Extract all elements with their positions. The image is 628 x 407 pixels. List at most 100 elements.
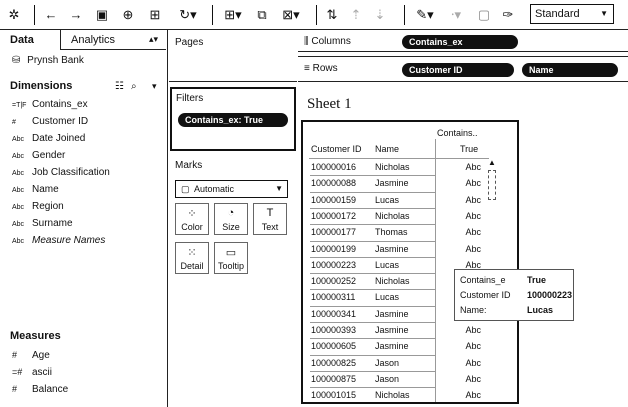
size-button[interactable]: ◔Size: [214, 203, 248, 235]
row-divider: [310, 240, 436, 242]
column-pill-contains-ex[interactable]: Contains_ex: [402, 35, 518, 49]
filters-card[interactable]: Filters Contains_ex: True: [170, 87, 296, 151]
search-icon[interactable]: ⌕: [131, 81, 137, 92]
string-type-icon: Abc: [12, 238, 25, 245]
tooltip-key: Contains_e: [460, 275, 506, 285]
cell-mark-value[interactable]: Abc: [465, 243, 481, 254]
measure-balance[interactable]: #Balance: [12, 382, 68, 396]
cell-customer-id: 100001015: [311, 390, 357, 401]
tab-analytics[interactable]: Analytics ▴▾: [60, 30, 166, 50]
cell-mark-value[interactable]: Abc: [465, 259, 481, 270]
string-type-icon: Abc: [12, 136, 25, 143]
refresh-icon[interactable]: ↻▾: [179, 7, 197, 22]
cell-mark-value[interactable]: Abc: [465, 341, 481, 352]
datasource-name: Prynsh Bank: [27, 55, 84, 66]
row-divider: [310, 387, 436, 389]
vertical-scrollbar[interactable]: ▲: [485, 158, 499, 204]
cell-mark-value[interactable]: Abc: [465, 194, 481, 205]
columns-shelf[interactable]: ⫼ Columns Contains_ex: [298, 30, 628, 52]
scroll-up-icon[interactable]: ▲: [488, 158, 496, 167]
cell-mark-value[interactable]: Abc: [465, 390, 481, 401]
tooltip-label: Tooltip: [217, 261, 244, 271]
column-header-name: Name: [375, 144, 400, 154]
tab-data[interactable]: Data: [0, 30, 60, 50]
tooltip-button[interactable]: ▭Tooltip: [214, 242, 248, 274]
datasource-item[interactable]: ⛁ Prynsh Bank: [12, 55, 84, 66]
clear-icon[interactable]: ⊠▾: [282, 7, 300, 22]
new-datasource-icon[interactable]: ⊕: [122, 7, 134, 22]
cell-customer-id: 100000605: [311, 341, 357, 352]
redo-icon[interactable]: →: [69, 7, 83, 22]
duplicate-icon[interactable]: ⧉: [257, 7, 267, 22]
toolbar: ✲ ← → ▣ ⊕ ⊞ ↻▾ ⊞▾ ⧉ ⊠▾ ⇅ ⇡ ⇣ ✎▾ ⸱▾ ▢ ✑ S…: [0, 0, 628, 30]
highlight-icon[interactable]: ✎▾: [416, 7, 434, 22]
toolbar-separator: [212, 5, 213, 25]
view-toggle-icon[interactable]: ☷: [115, 81, 124, 92]
sort-asc-icon[interactable]: ⇡: [350, 7, 362, 22]
measure-age[interactable]: #Age: [12, 348, 50, 362]
row-divider: [310, 338, 436, 340]
cell-mark-value[interactable]: Abc: [465, 210, 481, 221]
color-button[interactable]: ⁘Color: [175, 203, 209, 235]
row-divider: [310, 370, 436, 372]
cell-name: Jason: [375, 373, 400, 384]
column-header-contains: Contains..: [437, 128, 478, 138]
scrollbar-thumb[interactable]: [488, 170, 496, 200]
sort-desc-icon[interactable]: ⇣: [374, 7, 386, 22]
group-icon[interactable]: ⸱▾: [450, 7, 461, 22]
field-label: Region: [32, 201, 64, 212]
collapse-icon[interactable]: ▴▾: [148, 34, 158, 44]
mark-type-select[interactable]: ▢ Automatic ▼: [175, 180, 288, 198]
pages-card[interactable]: Pages: [169, 30, 297, 82]
save-icon[interactable]: ▣: [95, 7, 109, 22]
cell-name: Jasmine: [375, 243, 409, 254]
chevron-down-icon: ▼: [600, 9, 608, 18]
cell-mark-value[interactable]: Abc: [465, 178, 481, 189]
cell-mark-value[interactable]: Abc: [465, 325, 481, 335]
text-icon: T: [266, 207, 274, 219]
field-label: Age: [32, 350, 50, 361]
filter-pill-contains-ex[interactable]: Contains_ex: True: [178, 113, 288, 127]
row-divider: [310, 404, 436, 405]
rows-shelf[interactable]: ≡ Rows Customer ID Name: [298, 56, 628, 82]
cell-customer-id: 100000223: [311, 259, 357, 270]
row-pill-name[interactable]: Name: [522, 63, 618, 77]
column-header-true: True: [460, 144, 479, 154]
pages-title: Pages: [175, 37, 204, 48]
cell-name: Lucas: [375, 292, 400, 303]
undo-icon[interactable]: ←: [44, 7, 58, 22]
cell-mark-value[interactable]: Abc: [465, 357, 481, 368]
column-divider: [435, 139, 436, 402]
fit-select[interactable]: Standard ▼: [530, 4, 614, 24]
automatic-mark-icon: ▢: [181, 184, 190, 194]
cell-mark-value[interactable]: Abc: [465, 162, 481, 172]
tableau-logo-icon[interactable]: ✲: [8, 7, 20, 22]
measure-ascii[interactable]: =#ascii: [12, 365, 52, 379]
cell-customer-id: 100000016: [311, 162, 357, 172]
viz-table[interactable]: Contains.. Customer ID Name True 1000000…: [301, 120, 519, 404]
new-worksheet-icon[interactable]: ⊞▾: [224, 7, 242, 22]
dimension-customer-id[interactable]: #Customer ID: [12, 115, 88, 129]
pin-icon[interactable]: ✑: [502, 7, 514, 22]
field-label: ascii: [32, 367, 53, 378]
label-icon[interactable]: ▢: [477, 7, 491, 22]
row-pill-customer-id[interactable]: Customer ID: [402, 63, 514, 77]
detail-button[interactable]: ⁙Detail: [175, 242, 209, 274]
cell-mark-value[interactable]: Abc: [465, 373, 481, 384]
pause-updates-icon[interactable]: ⊞: [149, 7, 161, 22]
marks-card: Marks: [169, 152, 297, 302]
tooltip-value: True: [527, 275, 547, 285]
cell-name: Jasmine: [375, 325, 409, 335]
cell-mark-value[interactable]: Abc: [465, 227, 481, 238]
chevron-down-icon[interactable]: ▾: [152, 81, 157, 91]
swap-icon[interactable]: ⇅: [326, 7, 338, 22]
